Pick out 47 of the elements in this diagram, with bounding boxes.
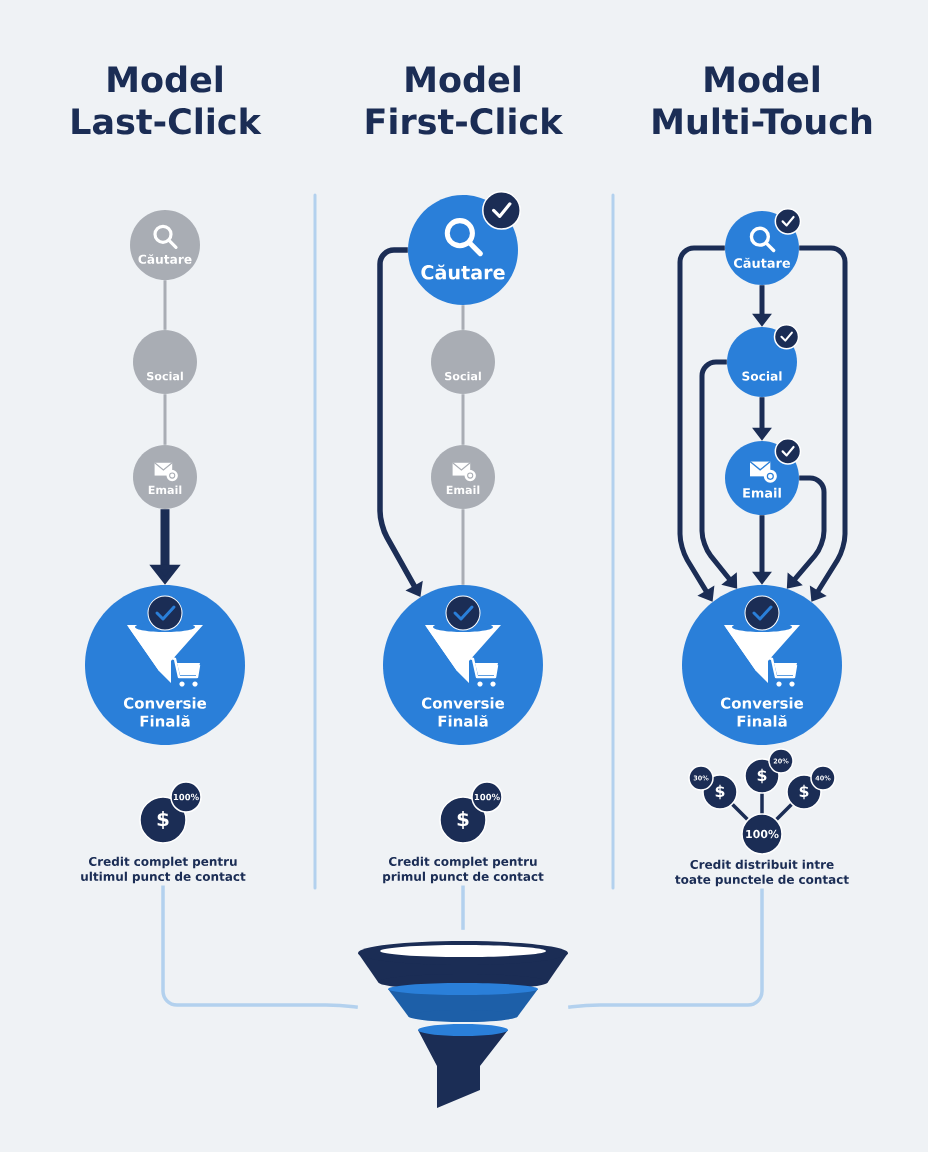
conversion-circle [383, 585, 543, 745]
conversion-circle [85, 585, 245, 745]
heading: Model First-Click [366, 65, 564, 135]
percent-badge: 100% [170, 781, 202, 813]
node-label: Email [446, 485, 480, 495]
percent-badge: 100% [741, 813, 783, 855]
search-circle [725, 208, 802, 285]
node-label: Conversie Finală [421, 697, 505, 727]
email-circle [725, 438, 802, 515]
percent-badge: 100% [471, 781, 503, 813]
funnel-drawing [358, 941, 568, 1108]
node-label: Email [743, 487, 781, 498]
connector-line [163, 280, 167, 330]
email-circle [133, 445, 197, 509]
connector-line [461, 394, 465, 445]
arrow [799, 245, 848, 602]
heading: Model Last-Click [72, 65, 262, 135]
caption-text: Credit distribuit intre toate punctele de contact [675, 859, 849, 887]
node-label: Email [148, 485, 182, 495]
node-label: Social [147, 371, 183, 381]
caption-text: Credit complet pentru ultimul punct de contact [81, 856, 246, 884]
node-label: Căutare [138, 254, 192, 264]
arrow [677, 245, 725, 602]
node-label: Social [742, 371, 782, 381]
connector-line [731, 803, 749, 821]
social-circle [431, 330, 495, 394]
node-label: Social [445, 371, 481, 381]
social-circle [727, 324, 800, 397]
node-label: Conversie Finală [720, 697, 804, 727]
heading: Model Multi-Touch [653, 65, 872, 135]
connector-line [568, 888, 764, 1009]
caption-text: Credit complet pentru primul punct de contact [383, 856, 544, 884]
connector-line [163, 394, 167, 445]
search-circle [408, 190, 521, 305]
search-circle [130, 210, 200, 280]
node-label: Căutare [421, 264, 505, 280]
connector-line [461, 305, 465, 330]
connector-line [161, 885, 358, 1009]
connector-line [775, 803, 793, 821]
email-circle [431, 445, 495, 509]
node-label: Căutare [734, 257, 791, 268]
connector-line [461, 885, 465, 930]
connector-line [760, 793, 764, 814]
social-circle [133, 330, 197, 394]
connector-line [461, 509, 465, 585]
conversion-circle [682, 585, 842, 745]
node-label: Conversie Finală [123, 697, 207, 727]
